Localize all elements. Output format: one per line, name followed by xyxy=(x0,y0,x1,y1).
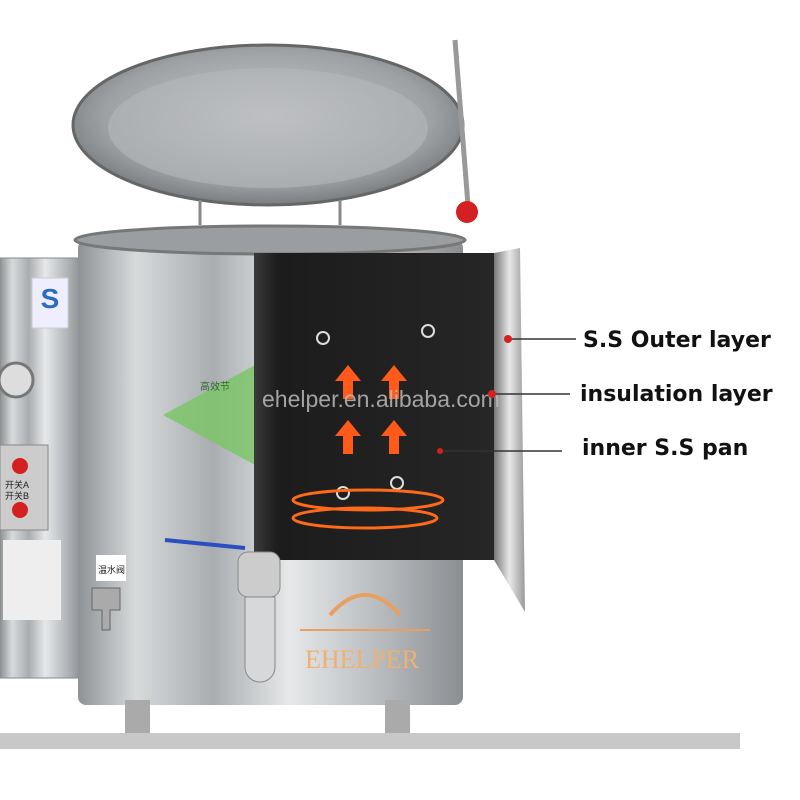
watermark: ehelper.en.alibaba.com xyxy=(262,386,500,412)
callout-lines xyxy=(437,335,576,454)
switch-a-button[interactable] xyxy=(12,458,28,474)
pressure-gauge-icon xyxy=(0,361,35,399)
bottom-bar xyxy=(0,733,740,749)
callout-insulation-layer: insulation layer xyxy=(580,382,773,407)
faucet xyxy=(164,538,281,683)
lid xyxy=(71,43,465,225)
switch-b-label: 开关B xyxy=(5,490,29,501)
drain-valve-icon xyxy=(91,587,121,631)
lid-handle xyxy=(452,39,478,223)
heat-arrows xyxy=(335,365,407,454)
cutaway-section xyxy=(254,248,525,612)
info-sticker xyxy=(163,365,255,465)
switch-b-button[interactable] xyxy=(12,502,28,518)
valve-label: 温水阀 xyxy=(98,564,125,575)
heating-coil-icon xyxy=(291,488,445,530)
logo-text: EHELPER xyxy=(305,645,420,674)
ehelper-logo: EHELPER xyxy=(300,593,430,674)
outer-layer-flap xyxy=(494,248,525,612)
callout-outer-layer: S.S Outer layer xyxy=(583,328,771,353)
sticker-title: 高效节 xyxy=(200,380,230,393)
callout-inner-pan: inner S.S pan xyxy=(582,436,749,461)
control-box: S 开关A 开关B xyxy=(0,257,83,679)
switch-a-label: 开关A xyxy=(5,479,29,490)
qs-mark-icon: S xyxy=(41,283,60,314)
